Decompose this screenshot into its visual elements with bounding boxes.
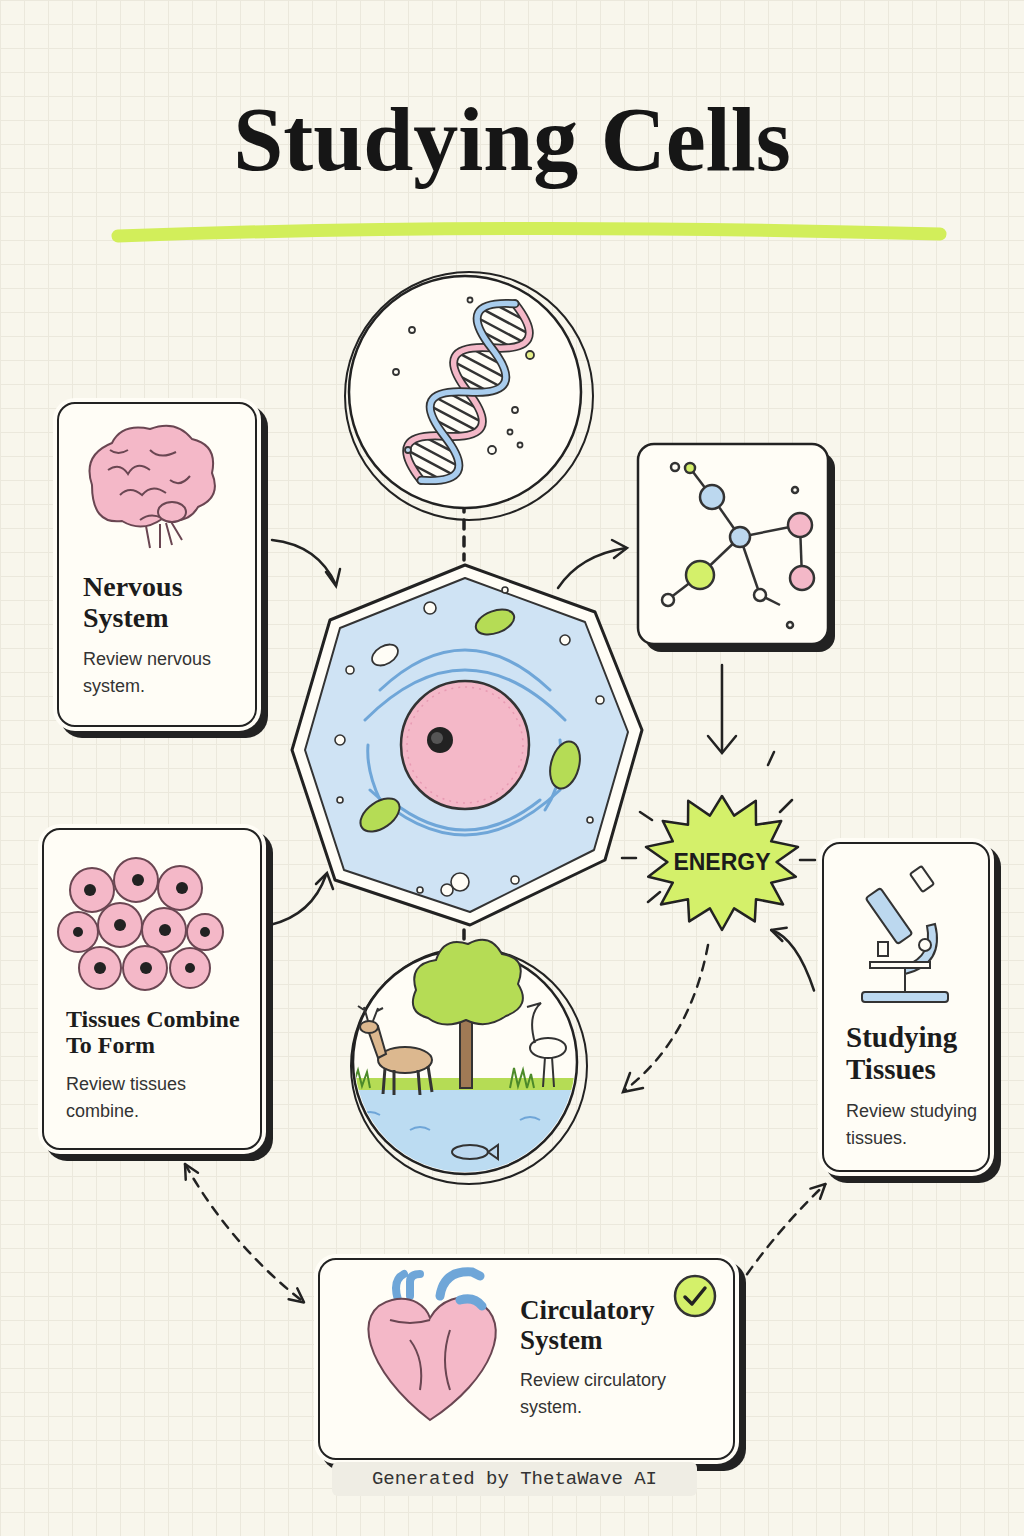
burst-label: ENERGY — [673, 849, 770, 876]
diagram-title: Studying Cells — [0, 88, 1024, 191]
energy-burst: ENERGY — [640, 790, 804, 934]
connector — [185, 1164, 304, 1302]
connector — [747, 1184, 825, 1274]
card-heading: Circulatory System — [520, 1296, 703, 1355]
ecosystem-circle — [340, 940, 600, 1190]
card-heading: Studying Tissues — [846, 1022, 982, 1086]
card-body: Review circulatory system. — [520, 1367, 703, 1421]
layout-arrows — [270, 503, 815, 1092]
watermark: Generated by ThetaWave AI — [332, 1462, 697, 1496]
cell-illustration — [292, 565, 642, 925]
connector — [771, 930, 814, 991]
card-body: Review tissues combine. — [66, 1071, 254, 1125]
topic-card: Tissues Combine To FormReview tissues co… — [42, 828, 262, 1150]
burst-shape — [646, 796, 798, 930]
card-body: Review studying tissues. — [846, 1098, 982, 1152]
card-body: Review nervous system. — [83, 646, 245, 700]
dna-circle — [345, 272, 593, 520]
molecule-box — [638, 444, 835, 652]
topic-card: Circulatory SystemReview circulatory sys… — [318, 1258, 735, 1460]
topic-card: Nervous SystemReview nervous system. — [57, 402, 257, 727]
card-heading: Tissues Combine To Form — [66, 1006, 254, 1059]
title-highlight — [118, 228, 940, 236]
card-heading: Nervous System — [83, 572, 245, 634]
topic-card: Studying TissuesReview studying tissues. — [822, 842, 990, 1172]
